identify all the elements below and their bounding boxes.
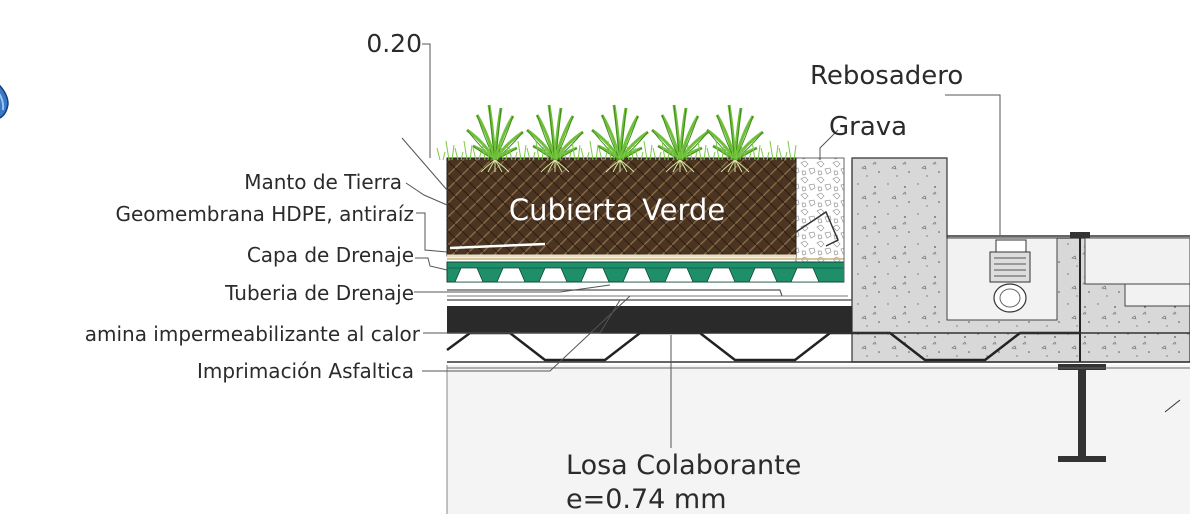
- grass-tuft: [535, 140, 545, 161]
- drainage-cup: [580, 267, 610, 283]
- grass-tuft: [724, 147, 734, 161]
- slab-background: [447, 365, 1190, 514]
- grava-label: Grava: [829, 112, 907, 142]
- imprimacion-label: Imprimación Asfaltica: [197, 359, 414, 383]
- waterproof-sheet-layer: [447, 306, 852, 333]
- grass-tuft: [508, 147, 518, 161]
- gravel-layer: [795, 157, 845, 271]
- steel-column: [1058, 232, 1181, 462]
- grass-tuft: [733, 140, 743, 161]
- water-drop-icon: [0, 84, 9, 119]
- rebosadero-label: Rebosadero: [810, 61, 963, 91]
- plant: [591, 104, 649, 173]
- drainage-cup: [664, 267, 694, 283]
- grass-tuft: [715, 140, 725, 161]
- waterproof-lines: [447, 160, 853, 301]
- grass-tuft: [742, 147, 752, 161]
- manto-tierra-label: Manto de Tierra: [244, 170, 402, 194]
- grass-tuft: [688, 147, 698, 161]
- grass-tuft: [787, 140, 797, 161]
- grass-tuft: [598, 147, 608, 161]
- grass-tuft: [778, 147, 788, 161]
- grass-tuft: [463, 140, 473, 161]
- leader-lines: [401, 43, 1001, 448]
- vegetation: [436, 104, 797, 173]
- grass-tuft: [607, 140, 617, 161]
- soil-layer: [446, 157, 797, 257]
- grass-tuft: [697, 140, 707, 161]
- cubierta-verde-label: Cubierta Verde: [509, 193, 725, 227]
- grass-tuft: [499, 140, 509, 161]
- grass-tuft: [751, 140, 761, 161]
- grass-tuft: [526, 147, 536, 161]
- grass-tuft: [760, 147, 770, 161]
- losa-thickness-label: e=0.74 mm: [566, 484, 727, 514]
- grass-tuft: [553, 140, 563, 161]
- drainage-cup: [454, 267, 484, 283]
- dimension-label: 0.20: [366, 29, 422, 58]
- grass-tuft: [706, 147, 716, 161]
- grass-tuft: [661, 140, 671, 161]
- grass-tuft: [616, 147, 626, 161]
- grass-tuft: [472, 147, 482, 161]
- grass-tuft: [490, 147, 500, 161]
- grass-tuft: [589, 140, 599, 161]
- grass-tuft: [517, 140, 527, 161]
- grass-tuft: [679, 140, 689, 161]
- drainage-cup: [790, 267, 820, 283]
- drainage-cup: [706, 267, 736, 283]
- grass-tuft: [643, 140, 653, 161]
- capa-drenaje-label: Capa de Drenaje: [247, 243, 414, 267]
- grass-tuft: [769, 140, 779, 161]
- drainage-cup: [496, 267, 526, 283]
- overflow-drain-fitting: [989, 239, 1031, 313]
- grass-tuft: [580, 147, 590, 161]
- geomembrana-label: Geomembrana HDPE, antiraíz: [116, 202, 415, 226]
- grass-tuft: [544, 147, 554, 161]
- grass-tuft: [625, 140, 635, 161]
- grass-tuft: [454, 147, 464, 161]
- grass-tuft: [445, 140, 455, 161]
- tuberia-drenaje-label: Tuberia de Drenaje: [224, 281, 414, 305]
- grass-tuft: [481, 140, 491, 161]
- drainage-cup: [538, 267, 568, 283]
- grass-tuft: [652, 147, 662, 161]
- grass-tuft: [562, 147, 572, 161]
- geomembrane-line: [447, 210, 844, 260]
- drainage-cups: [454, 267, 820, 283]
- grass-tuft: [571, 140, 581, 161]
- lamina-label: amina impermeabilizante al calor: [85, 322, 421, 346]
- grass-tuft: [670, 147, 680, 161]
- losa-label: Losa Colaborante: [566, 450, 801, 481]
- grass-tuft: [634, 147, 644, 161]
- drainage-cup: [622, 267, 652, 283]
- grass-tuft: [436, 147, 446, 161]
- drainage-cup: [748, 267, 778, 283]
